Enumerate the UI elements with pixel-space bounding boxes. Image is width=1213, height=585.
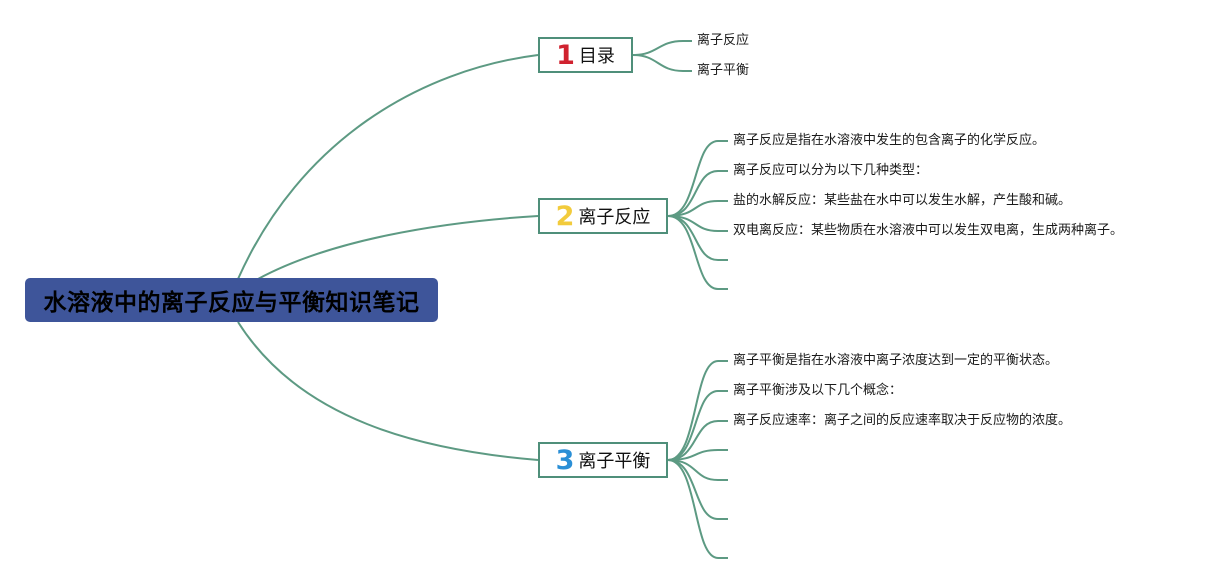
branch-1-leaf-line [632,54,692,72]
branch-3-leaf-line [667,390,728,461]
branch-3-leaf-line [667,360,728,461]
root-to-branch-1-line [237,54,539,280]
branch-3-leaf-line [667,449,728,461]
branch-label: 目录 [578,46,615,67]
branch-2-leaf-line [667,215,728,261]
leaf-topic[interactable]: 盐的水解反应：某些盐在水中可以发生水解，产生酸和碱。 [733,193,1072,208]
branch-2-leaf-line [667,140,728,217]
branch-label: 离子反应 [578,207,651,228]
leaf-topic[interactable]: 离子反应 [697,33,750,48]
branch-2-leaf-line [667,215,728,290]
branch-3-leaf-line [667,459,728,481]
number-2-icon: 2 [555,200,575,232]
leaf-topic[interactable]: 离子反应速率：离子之间的反应速率取决于反应物的浓度。 [733,413,1072,428]
branch-3-leaf-line [667,459,728,520]
number-1-icon: 1 [556,39,575,71]
number-3-icon: 3 [555,444,575,476]
root-to-branch-2-line [257,215,539,280]
root-to-branch-3-line [237,321,539,461]
branch-1-leaf-line [632,40,692,56]
root-topic[interactable]: 水溶液中的离子反应与平衡知识笔记 [25,278,438,322]
leaf-topic[interactable]: 离子反应可以分为以下几种类型： [733,163,929,178]
branch-topic-contents[interactable]: 1 目录 [538,37,633,73]
root-topic-label: 水溶液中的离子反应与平衡知识笔记 [43,290,420,316]
branch-2-leaf-line [667,170,728,217]
branch-label: 离子平衡 [578,451,651,472]
branch-3-leaf-line [667,459,728,559]
branch-3-leaf-line [667,420,728,461]
leaf-topic[interactable]: 离子平衡涉及以下几个概念： [733,383,903,398]
leaf-topic[interactable]: 双电离反应：某些物质在水溶液中可以发生双电离，生成两种离子。 [733,223,1124,238]
branch-topic-ionic-reaction[interactable]: 2 离子反应 [538,198,668,234]
branch-topic-ionic-equilibrium[interactable]: 3 离子平衡 [538,442,668,478]
branch-2-leaf-line [667,200,728,217]
leaf-topic[interactable]: 离子平衡是指在水溶液中离子浓度达到一定的平衡状态。 [733,353,1059,368]
leaf-topic[interactable]: 离子平衡 [697,63,750,78]
leaf-topic[interactable]: 离子反应是指在水溶液中发生的包含离子的化学反应。 [733,133,1046,148]
